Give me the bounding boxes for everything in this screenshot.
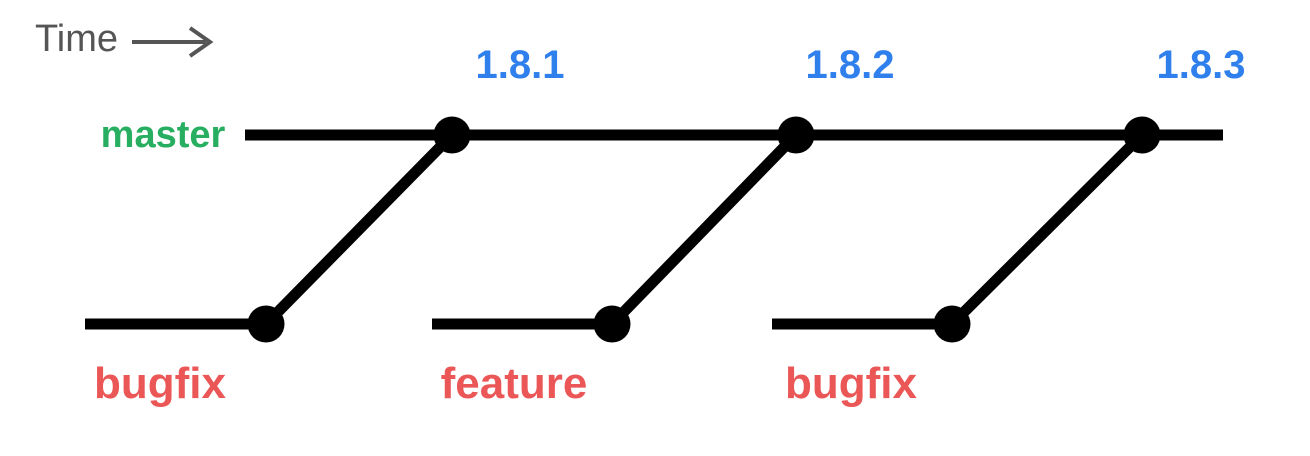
branch-label-bugfix-2: bugfix <box>785 359 917 408</box>
release-tag-1-8-2: 1.8.2 <box>805 43 895 87</box>
merge-line-bugfix-1 <box>262 131 456 328</box>
time-axis-label: Time <box>35 18 119 60</box>
commit-dot-feature <box>593 305 631 343</box>
release-tag-1-8-1: 1.8.1 <box>475 43 565 87</box>
commit-dot-1-8-1 <box>433 116 471 154</box>
merge-line-bugfix-2 <box>948 131 1146 328</box>
commit-dot-1-8-3 <box>1123 116 1161 154</box>
commit-dot-bugfix-2 <box>933 305 971 343</box>
branch-label-feature: feature <box>440 359 588 408</box>
commit-dot-bugfix-1 <box>247 305 285 343</box>
time-arrow-icon <box>132 26 214 58</box>
branch-label-master: master <box>100 114 226 156</box>
merge-line-feature <box>608 131 800 328</box>
release-tag-1-8-3: 1.8.3 <box>1156 43 1246 87</box>
commit-dot-1-8-2 <box>777 116 815 154</box>
branch-label-bugfix-1: bugfix <box>94 359 226 408</box>
